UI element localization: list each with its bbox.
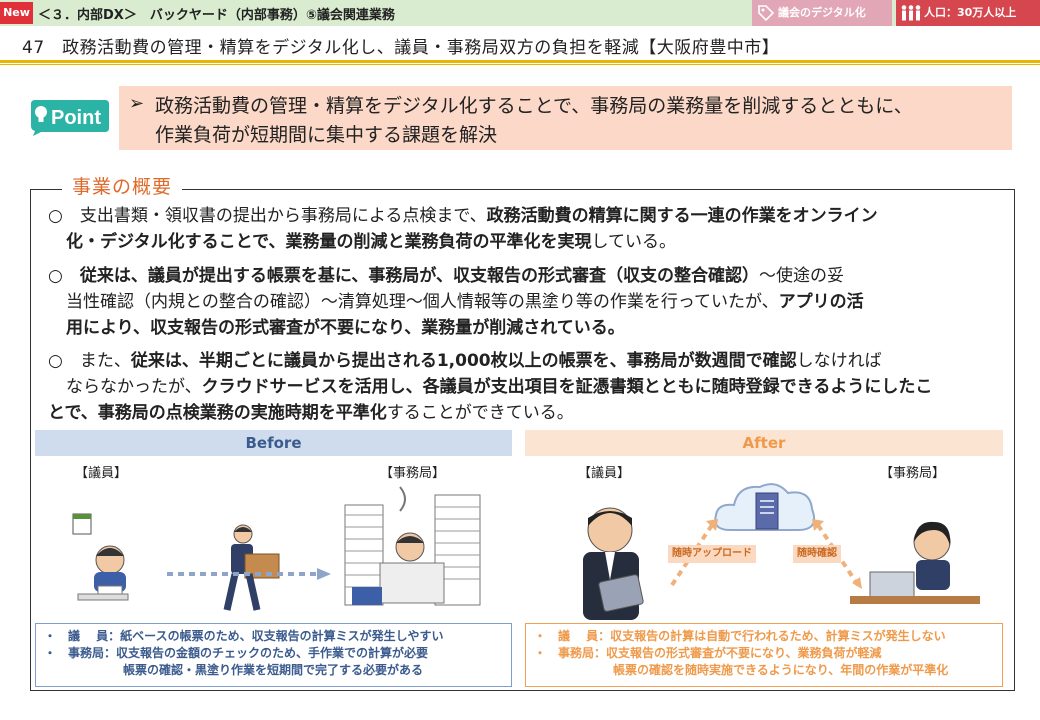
overview-paragraph-2: ○ 従来は、議員が提出する帳票を基に、事務局が、収支報告の形式審査（収支の整合確… bbox=[48, 263, 998, 341]
tag-digital-label: 議会のデジタル化 bbox=[778, 6, 866, 19]
after-note-2: ・ 事務局：収支報告の形式審査が不要になり、業務負荷が軽減 bbox=[534, 646, 882, 660]
page-title: 47 政務活動費の管理・精算をデジタル化し、議員・事務局双方の負担を軽減【大阪府… bbox=[22, 38, 780, 58]
tag-digital: 議会のデジタル化 bbox=[752, 0, 892, 26]
p3-line2-text: ならなかったが、 bbox=[66, 377, 202, 397]
p1-line2-text: している。 bbox=[591, 232, 676, 252]
member-with-tablet-illustration bbox=[583, 507, 644, 620]
point-logo-text: Point bbox=[51, 107, 101, 129]
p3-line1-tail: しなければ bbox=[796, 351, 882, 371]
overview-paragraph-1: ○ 支出書類・領収書の提出から事務局による点検まで、政務活動費の精算に関する一連… bbox=[48, 203, 998, 255]
before-note-2: ・ 事務局：収支報告の金額のチェックのため、手作業での計算が必要 bbox=[44, 646, 429, 660]
before-header: Before bbox=[35, 430, 512, 456]
section-label: ＜３．内部DX＞ バックヤード（内部事務）⑤議会関連業務 bbox=[38, 8, 395, 23]
overview-box bbox=[30, 189, 1015, 691]
title-divider-thin bbox=[0, 64, 1040, 65]
dotted-arrow-right bbox=[167, 568, 331, 580]
people-icon bbox=[901, 5, 921, 21]
p2-line2-bold: アプリの活 bbox=[778, 292, 864, 312]
tag-icon bbox=[758, 5, 775, 22]
worried-member-illustration bbox=[72, 513, 129, 601]
after-notes: ・ 議 員：収支報告の計算は自動で行われるため、計算ミスが発生しない ・ 事務局… bbox=[525, 623, 1003, 687]
after-role-member: 【議員】 bbox=[578, 466, 631, 481]
p2-line1-bold: ○ 従来は、議員が提出する帳票を基に、事務局が、収支報告の形式審査（収支の整合確… bbox=[48, 266, 759, 286]
confirm-label: 随時確認 bbox=[793, 545, 841, 563]
tag-population-label: 人口：30万人以上 bbox=[924, 6, 1017, 19]
p2-line1-text: ～使途の妥 bbox=[758, 266, 844, 286]
title-divider bbox=[0, 60, 1040, 63]
after-note-3: 帳票の確認を随時実施できるようになり、年間の作業が平準化 bbox=[613, 663, 949, 677]
before-role-office: 【事務局】 bbox=[380, 466, 446, 481]
after-role-office: 【事務局】 bbox=[880, 466, 946, 481]
p3-line3-text: することができている。 bbox=[386, 403, 574, 423]
overwhelmed-office-illustration bbox=[344, 486, 481, 606]
p1-line1-text: ○ 支出書類・領収書の提出から事務局による点検まで、 bbox=[48, 206, 487, 226]
cloud-server-icon bbox=[714, 483, 816, 531]
point-arrow-icon: ➢ bbox=[129, 93, 145, 114]
overview-title: 事業の概要 bbox=[62, 172, 183, 199]
point-line-2: 作業負荷が短期間に集中する課題を解決 bbox=[155, 124, 498, 146]
after-note-1: ・ 議 員：収支報告の計算は自動で行われるため、計算ミスが発生しない bbox=[534, 629, 946, 643]
p1-line1-bold: 政務活動費の精算に関する一連の作業をオンライン bbox=[486, 206, 878, 226]
upload-label: 随時アップロード bbox=[668, 545, 756, 563]
after-header: After bbox=[525, 430, 1003, 456]
new-badge: New bbox=[0, 2, 33, 24]
overview-paragraph-3: ○ また、従来は、半期ごとに議員から提出される1,000枚以上の帳票を、事務局が… bbox=[48, 348, 998, 426]
point-logo: Point bbox=[31, 100, 109, 136]
p1-line2-bold: 化・デジタル化することで、業務量の削減と業務負荷の平準化を実現 bbox=[66, 232, 592, 252]
p3-line1-text: ○ また、 bbox=[48, 351, 131, 371]
carrying-box-illustration bbox=[223, 524, 280, 611]
p3-line1-bold: 従来は、半期ごとに議員から提出される1,000枚以上の帳票を、事務局が数週間で確… bbox=[130, 351, 797, 371]
before-role-member: 【議員】 bbox=[75, 466, 128, 481]
p2-line2-text: 当性確認（内規との整合の確認）～清算処理～個人情報等の黒塗り等の作業を行っていた… bbox=[66, 292, 779, 312]
p3-line3-bold: とで、事務局の点検業務の実施時期を平準化 bbox=[48, 403, 387, 423]
p3-line2-bold: クラウドサービスを活用し、各議員が支出項目を証憑書類とともに随時登録できるように… bbox=[201, 377, 933, 397]
before-note-1: ・ 議 員：紙ベースの帳票のため、収支報告の計算ミスが発生しやすい bbox=[44, 629, 444, 643]
p2-line3-bold: 用により、収支報告の形式審査が不要になり、業務量が削減されている。 bbox=[66, 318, 625, 338]
point-line-1: 政務活動費の管理・精算をデジタル化することで、事務局の業務量を削減するとともに、 bbox=[155, 95, 913, 117]
office-staff-laptop-illustration bbox=[850, 521, 980, 604]
tag-population: 人口：30万人以上 bbox=[896, 0, 1040, 26]
before-notes: ・ 議 員：紙ベースの帳票のため、収支報告の計算ミスが発生しやすい ・ 事務局：… bbox=[35, 623, 512, 687]
before-note-3: 帳票の確認・黒塗り作業を短期間で完了する必要がある bbox=[123, 663, 424, 677]
point-box: ➢ 政務活動費の管理・精算をデジタル化することで、事務局の業務量を削減するととも… bbox=[119, 86, 1012, 150]
